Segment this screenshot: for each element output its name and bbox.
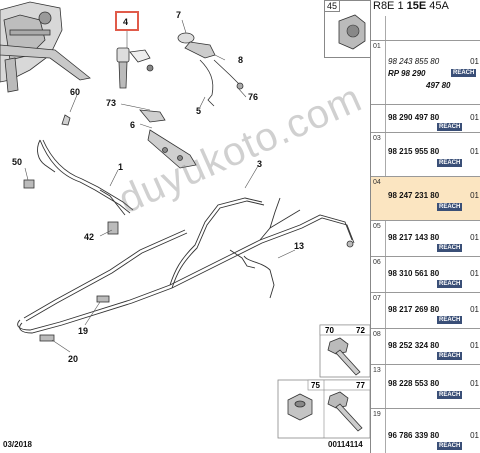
leader-lines xyxy=(24,19,296,353)
model-code-45a: 45A xyxy=(429,0,449,12)
row-index: 03 xyxy=(373,135,381,142)
row-index: 19 xyxy=(373,411,381,418)
nut-icon xyxy=(287,393,313,421)
hw-label-72: 72 xyxy=(356,326,365,335)
callout-1[interactable]: 1 xyxy=(118,162,123,172)
row-index: 05 xyxy=(373,223,381,230)
part-number: 98 228 553 80 xyxy=(388,379,440,388)
row-qty: 01 xyxy=(470,305,479,314)
row-index: 13 xyxy=(373,367,381,374)
hw-label-77: 77 xyxy=(356,381,365,390)
clips-drawing xyxy=(23,179,354,342)
callout-19[interactable]: 19 xyxy=(78,326,88,336)
part-row-05[interactable]: 05 98 217 143 80 01 REACH xyxy=(371,220,480,256)
callout-3[interactable]: 3 xyxy=(257,159,262,169)
reach-badge: REACH xyxy=(437,391,463,399)
part-row-06[interactable]: 06 98 310 561 80 01 REACH xyxy=(371,256,480,292)
row-qty: 01 xyxy=(470,147,479,156)
hw-label-70: 70 xyxy=(325,326,334,335)
part-row-01b[interactable]: 98 290 497 80 01 REACH xyxy=(371,104,480,131)
part-row-13[interactable]: 13 98 228 553 80 01 REACH xyxy=(371,364,480,408)
row-qty: 01 xyxy=(470,341,479,350)
part-row-19[interactable]: 19 96 786 339 80 01 REACH xyxy=(371,408,480,453)
parts-list-panel: 45 R8E 1 15E 45A 01 98 243 855 80 RP 98 … xyxy=(324,0,480,453)
part-row-01[interactable]: 01 98 243 855 80 RP 98 290 REACH 497 80 … xyxy=(371,40,480,104)
revision-date: 03/2018 xyxy=(3,440,32,449)
selected-callout-box[interactable] xyxy=(115,11,139,31)
reach-badge: REACH xyxy=(451,69,477,77)
part-number: 98 215 955 80 xyxy=(388,147,440,156)
reach-badge: REACH xyxy=(437,123,463,131)
hw-label-75: 75 xyxy=(311,381,320,390)
part-row-08[interactable]: 08 98 252 324 80 01 REACH xyxy=(371,328,480,364)
row-qty: 01 xyxy=(470,431,479,440)
fuel-lines-drawing xyxy=(17,139,355,334)
reach-badge: REACH xyxy=(437,244,463,252)
hardware-inset-75-77: 75 77 xyxy=(277,379,370,439)
row-qty: 01 xyxy=(470,269,479,278)
parts-diagram: 4 7 8 76 5 73 6 60 50 1 3 42 13 19 20 70… xyxy=(0,1,370,439)
part-number: 96 786 339 80 xyxy=(388,431,440,440)
part-number-superseded: 98 243 855 80 xyxy=(388,57,440,66)
part-number: 98 217 143 80 xyxy=(388,233,440,242)
row-qty: 01 xyxy=(470,191,479,200)
model-code-header: R8E 1 15E 45A xyxy=(371,0,480,16)
callout-4[interactable]: 4 xyxy=(123,17,128,27)
callout-5[interactable]: 5 xyxy=(196,106,201,116)
bolt-icon xyxy=(327,337,361,376)
callout-20[interactable]: 20 xyxy=(68,354,78,364)
callout-42[interactable]: 42 xyxy=(84,232,94,242)
row-index: 06 xyxy=(373,259,381,266)
index-column-divider xyxy=(385,16,386,453)
part-number: 98 252 324 80 xyxy=(388,341,440,350)
part-number: 98 310 561 80 xyxy=(388,269,440,278)
sensor-drawing xyxy=(177,32,244,107)
reach-badge: REACH xyxy=(437,280,463,288)
row-index: 08 xyxy=(373,331,381,338)
callout-6[interactable]: 6 xyxy=(130,120,135,130)
callout-8[interactable]: 8 xyxy=(238,55,243,65)
replacement-part-prefix: RP 98 290 xyxy=(388,69,426,78)
model-code-r8e: R8E xyxy=(373,0,395,12)
reach-badge: REACH xyxy=(437,352,463,360)
callout-7[interactable]: 7 xyxy=(176,10,181,20)
part-row-03[interactable]: 03 98 215 955 80 01 REACH xyxy=(371,132,480,176)
reach-badge: REACH xyxy=(437,159,463,167)
part-row-07[interactable]: 07 98 217 269 80 01 REACH xyxy=(371,292,480,328)
callout-labels: 4 7 8 76 5 73 6 60 50 1 3 42 13 19 20 xyxy=(12,10,304,364)
part-number: 98 290 497 80 xyxy=(388,113,440,122)
hardware-inset-70-72: 70 72 xyxy=(319,324,370,378)
callout-76[interactable]: 76 xyxy=(248,92,258,102)
engine-thumbnail[interactable]: 45 xyxy=(324,0,371,58)
engine-thumbnail-icon xyxy=(338,14,366,50)
part-row-04-selected[interactable]: 04 98 247 231 80 01 REACH xyxy=(371,176,480,220)
row-qty: 01 xyxy=(470,379,479,388)
reach-badge: REACH xyxy=(437,442,463,450)
callout-50[interactable]: 50 xyxy=(12,157,22,167)
flange-bolt-icon xyxy=(327,391,363,432)
part-number: 98 247 231 80 xyxy=(388,191,440,200)
model-code-1: 1 xyxy=(397,0,404,12)
diagram-reference: 00114114 xyxy=(328,440,363,449)
fuel-rail-drawing xyxy=(61,109,197,169)
part-number: 98 217 269 80 xyxy=(388,305,440,314)
row-qty: 01 xyxy=(470,233,479,242)
callout-60[interactable]: 60 xyxy=(70,87,80,97)
engine-block-drawing xyxy=(0,1,91,93)
callout-13[interactable]: 13 xyxy=(294,241,304,251)
replacement-part-suffix: 497 80 xyxy=(426,81,451,90)
model-code-15e: 15E xyxy=(406,0,427,12)
reach-badge: REACH xyxy=(437,316,463,324)
row-qty: 01 xyxy=(470,57,479,66)
thumbnail-number: 45 xyxy=(325,1,340,12)
row-index: 07 xyxy=(373,295,381,302)
row-qty: 01 xyxy=(470,113,479,122)
callout-73[interactable]: 73 xyxy=(106,98,116,108)
reach-badge: REACH xyxy=(437,203,463,211)
injector-drawing xyxy=(116,47,154,89)
row-index: 04 xyxy=(373,179,381,186)
row-index: 01 xyxy=(373,43,381,50)
